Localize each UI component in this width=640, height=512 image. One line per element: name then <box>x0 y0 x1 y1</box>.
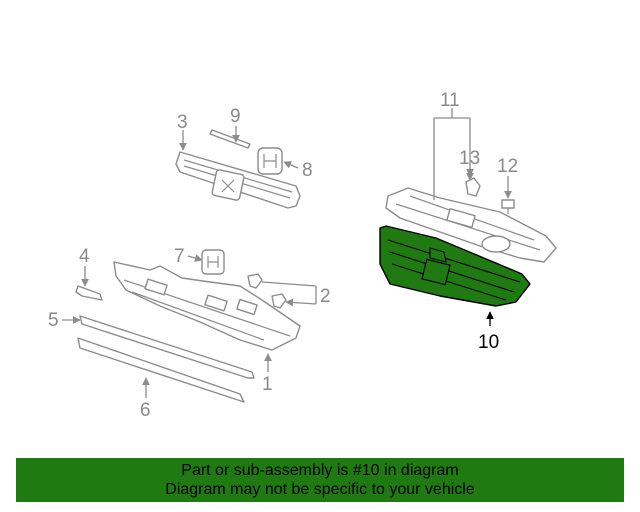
banner-line-2: Diagram may not be specific to your vehi… <box>165 481 475 498</box>
side-clip-part-4 <box>75 285 103 301</box>
callout-3: 3 <box>177 112 188 133</box>
callout-8: 8 <box>302 160 313 181</box>
molding-part-9 <box>209 129 251 149</box>
info-banner: Part or sub-assembly is #10 in diagram D… <box>16 458 624 502</box>
callout-9: 9 <box>230 106 241 127</box>
callout-6: 6 <box>140 400 151 421</box>
emblem-part-7 <box>201 249 225 275</box>
lower-grille-part-1 <box>113 261 301 351</box>
callout-10: 10 <box>478 332 499 353</box>
callout-11: 11 <box>440 90 460 111</box>
grille-part-10[interactable] <box>379 225 531 307</box>
callout-5: 5 <box>48 310 59 331</box>
callout-4: 4 <box>79 246 90 267</box>
callout-12: 12 <box>497 156 518 177</box>
bolt-part-12 <box>501 199 515 214</box>
leader-lines <box>62 108 512 398</box>
callout-1: 1 <box>262 374 273 395</box>
lower-strip-part-6 <box>77 337 245 403</box>
parts-diagram: 3 9 8 7 4 2 5 1 6 11 13 12 10 <box>48 90 557 421</box>
emblem-part-8 <box>257 147 283 175</box>
upper-grille-part-3 <box>175 151 301 209</box>
callout-2: 2 <box>320 286 331 307</box>
clip-part-13 <box>465 177 481 197</box>
grille-support-part-11 <box>385 187 557 263</box>
lower-strip-part-5 <box>79 315 255 379</box>
banner-line-1: Part or sub-assembly is #10 in diagram <box>181 462 459 479</box>
callout-7: 7 <box>174 246 185 267</box>
callout-13: 13 <box>459 148 480 169</box>
